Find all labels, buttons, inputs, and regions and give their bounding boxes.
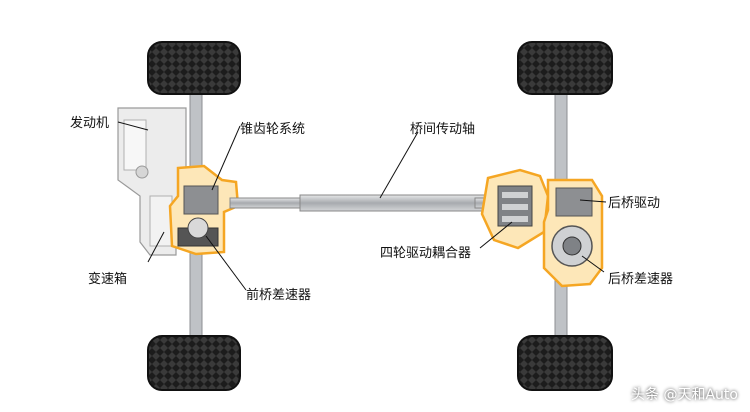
label-engine: 发动机 xyxy=(70,116,110,131)
watermark: 头条 @天和Auto xyxy=(631,387,738,403)
front-drive-highlight xyxy=(168,164,240,256)
rear-drive-highlight xyxy=(542,178,604,288)
label-rear-drive: 后桥驱动 xyxy=(608,196,661,211)
label-coupler: 四轮驱动耦合器 xyxy=(380,246,472,261)
tire-rear-left xyxy=(517,41,613,95)
label-front-diff: 前桥差速器 xyxy=(246,288,312,303)
tire-rear-right xyxy=(517,335,613,391)
tire-front-right xyxy=(147,335,241,391)
label-rear-diff: 后桥差速器 xyxy=(608,272,674,287)
label-prop-shaft: 桥间传动轴 xyxy=(410,122,476,137)
leader-lines xyxy=(117,121,607,291)
tire-front-left xyxy=(147,41,241,95)
label-gearbox: 变速箱 xyxy=(88,272,128,287)
label-bevel-gear: 锥齿轮系统 xyxy=(240,122,306,137)
propeller-shaft xyxy=(229,194,516,212)
coupler-highlight xyxy=(480,168,550,250)
engine-block xyxy=(117,107,187,256)
